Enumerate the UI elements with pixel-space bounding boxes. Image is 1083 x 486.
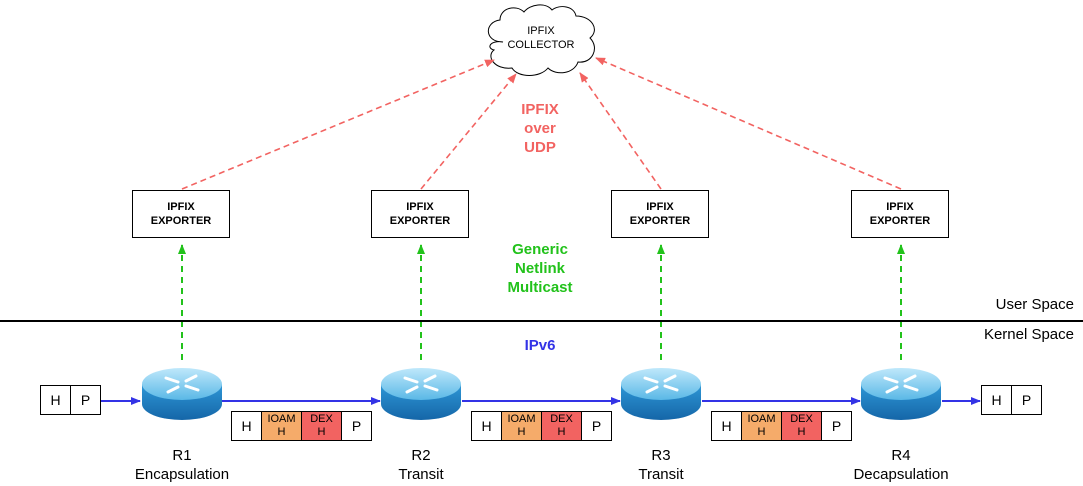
router-name: R4 <box>891 447 911 464</box>
router-role: Decapsulation <box>853 466 949 483</box>
kernel-space-label: Kernel Space <box>983 326 1074 343</box>
ipfix-udp-label: IPFIX over UDP <box>500 100 580 157</box>
router-name: R2 <box>411 447 431 464</box>
packet-header: H <box>40 385 71 415</box>
netlink-label: Generic Netlink Multicast <box>490 240 590 297</box>
udp-arrow-r3 <box>579 72 662 190</box>
netlink-arrows <box>178 244 905 360</box>
ipfix-udp-line1: IPFIX <box>521 101 559 118</box>
udp-arrow-r4 <box>595 57 902 190</box>
router-name: R3 <box>651 447 671 464</box>
router-icon <box>381 368 461 420</box>
packet-plain-in: H P <box>40 385 101 415</box>
udp-arrow-r1 <box>181 59 495 190</box>
packet-header: H <box>471 411 502 441</box>
collector-label: IPFIX COLLECTOR <box>500 24 582 52</box>
ipv6-label: IPv6 <box>524 337 556 354</box>
packet-payload: P <box>581 411 612 441</box>
packet-payload: P <box>821 411 852 441</box>
netlink-line1: Generic <box>512 241 568 258</box>
router-icon <box>621 368 701 420</box>
packet-plain-out: H P <box>981 385 1042 415</box>
user-space-label: User Space <box>995 296 1074 313</box>
packet-header: H <box>711 411 742 441</box>
collector-label-line1: IPFIX <box>527 25 555 37</box>
packet-header: H <box>981 385 1012 415</box>
collector-label-line2: COLLECTOR <box>507 39 575 51</box>
cloud-icon <box>487 4 595 76</box>
udp-arrow-r2 <box>420 73 517 190</box>
packet-payload: P <box>70 385 101 415</box>
ipfix-udp-line3: UDP <box>524 139 556 156</box>
router-role: Encapsulation <box>134 466 230 483</box>
router-icon <box>861 368 941 420</box>
router-icon <box>142 368 222 420</box>
packet-header: H <box>231 411 262 441</box>
packet-payload: P <box>1011 385 1042 415</box>
router-role: Transit <box>638 466 684 483</box>
packet-payload: P <box>341 411 372 441</box>
router-role: Transit <box>398 466 444 483</box>
ipfix-udp-arrows <box>181 57 902 190</box>
ipfix-udp-line2: over <box>524 120 556 137</box>
netlink-line3: Multicast <box>507 279 573 296</box>
netlink-line2: Netlink <box>514 260 565 277</box>
router-name: R1 <box>172 447 192 464</box>
